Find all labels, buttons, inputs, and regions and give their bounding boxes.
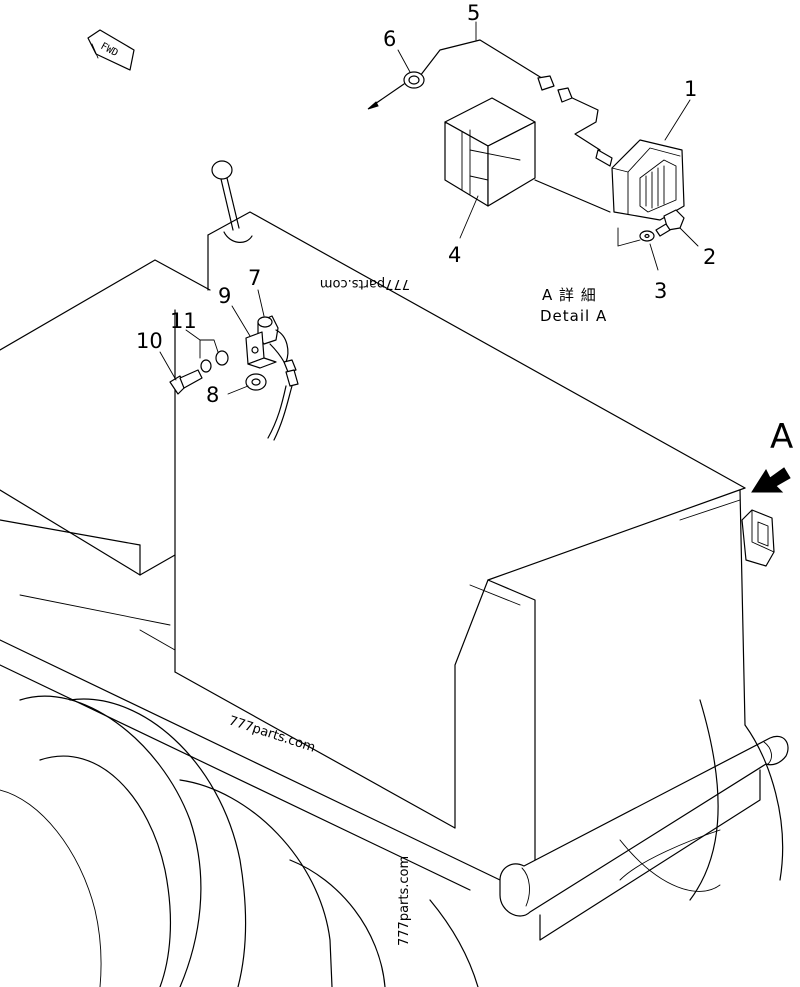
work-lamp [595,139,685,221]
callout-6: 6 [383,27,396,51]
lamp-harness [419,39,601,151]
leader-lines [159,21,699,395]
watermark: 777parts.com [320,276,410,291]
rear-lamp-on-machine [741,509,775,567]
detail-caption-en: Detail A [540,307,607,325]
machine-body [0,211,789,987]
switch-bolt [169,369,203,395]
lamp-washer [639,230,655,242]
detail-marker: A [770,417,793,457]
lamp-bolt [655,209,685,237]
harness-grommet [367,71,425,110]
callout-2: 2 [703,245,716,269]
callout-3: 3 [654,279,667,303]
watermark: 777parts.com [227,714,317,756]
switch-bracket [245,331,277,369]
callout-10: 10 [136,329,163,353]
detail-caption-jp: A 詳 細 [542,286,597,304]
switch-nut [245,373,267,391]
detail-a-arrow-icon [751,467,791,493]
watermark: 777parts.com [397,856,412,946]
callout-11: 11 [170,309,197,333]
switch-assembly [169,315,299,441]
switch [257,315,299,441]
lamp-assembly-detail [367,39,685,247]
fwd-arrow-icon: FWD [87,29,135,71]
switch-washer [200,350,229,373]
callout-8: 8 [206,383,219,407]
callout-5: 5 [467,1,480,25]
callout-7: 7 [248,266,261,290]
callout-1: 1 [684,77,697,101]
control-lever [211,160,253,243]
callout-4: 4 [448,243,461,267]
callout-9: 9 [218,284,231,308]
lamp-bracket [444,97,611,213]
